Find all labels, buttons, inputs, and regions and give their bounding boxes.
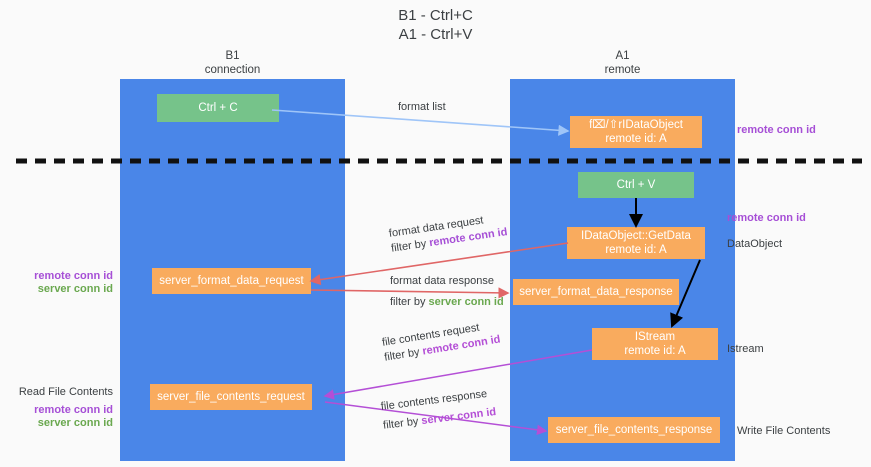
annotation-left-remote-conn-id-2: remote conn id (34, 404, 113, 416)
annotation-left-server-conn-id-2: server conn id (37, 417, 113, 429)
node-ctrl-c[interactable]: Ctrl + C (157, 94, 279, 122)
column-a1-name: A1 (615, 50, 630, 62)
annotation-left-read-file-contents: Read File Contents (18, 386, 113, 398)
edge-label-format-data-request: format data request filter by remote con… (388, 210, 508, 256)
column-header-b1: B1 connection (120, 49, 345, 77)
node-server-file-contents-response-label: server_file_contents_response (555, 424, 713, 436)
filter-by-prefix-4: filter by (382, 415, 423, 432)
node-istream-line2: remote id: A (624, 345, 686, 357)
node-dataobject-remote-line2: remote id: A (605, 133, 667, 145)
server-conn-id-key-1: server conn id (428, 296, 504, 308)
column-b1-role: connection (204, 64, 261, 76)
node-ctrl-v-label: Ctrl + V (616, 179, 656, 191)
filter-by-prefix-1: filter by (390, 237, 431, 255)
annotation-right-write-file-contents: Write File Contents (737, 425, 831, 437)
node-ctrl-v[interactable]: Ctrl + V (578, 172, 694, 198)
column-a1-role: remote (604, 64, 641, 76)
node-server-format-data-response-label: server_format_data_response (519, 286, 673, 298)
node-server-file-contents-response[interactable]: server_file_contents_response (548, 417, 720, 443)
edge-label-format-list-text: format list (398, 101, 446, 113)
annotation-right-istream: Istream (727, 343, 764, 355)
node-getdata-line1: IDataObject::GetData (581, 230, 691, 242)
filter-by-prefix-2: filter by (390, 296, 429, 308)
title-line-2: A1 - Ctrl+V (398, 26, 473, 43)
server-conn-id-key-2: server conn id (420, 405, 497, 428)
node-ctrl-c-label: Ctrl + C (198, 102, 238, 114)
node-server-format-data-response[interactable]: server_format_data_response (513, 279, 679, 305)
node-server-file-contents-request[interactable]: server_file_contents_request (150, 384, 312, 410)
node-getdata-line2: remote id: A (605, 244, 667, 256)
column-header-a1: A1 remote (510, 49, 735, 77)
node-istream[interactable]: IStream remote id: A (592, 328, 718, 360)
edge-label-file-contents-request: file contents request filter by remote c… (381, 318, 502, 366)
node-server-format-data-request-label: server_format_data_request (159, 275, 304, 287)
edge-label-format-data-response-line2: filter by server conn id (390, 295, 504, 310)
node-dataobject-remote[interactable]: f⌧/⇧rIDataObject remote id: A (570, 116, 702, 148)
annotation-left-remote-conn-id-1: remote conn id (34, 270, 113, 282)
node-dataobject-remote-line1: f⌧/⇧rIDataObject (589, 119, 683, 131)
edge-label-format-data-response-line1: format data response (390, 275, 494, 287)
annotation-right-remote-conn-id-1: remote conn id (737, 124, 816, 136)
node-server-file-contents-request-label: server_file_contents_request (157, 391, 305, 403)
annotation-right-data-object: DataObject (727, 238, 783, 250)
edge-label-file-contents-response: file contents response filter by server … (380, 386, 497, 434)
edge-label-format-data-response: format data response filter by server co… (390, 274, 504, 310)
node-server-format-data-request[interactable]: server_format_data_request (152, 268, 311, 294)
diagram-title: B1 - Ctrl+C A1 - Ctrl+V (0, 6, 871, 44)
edge-label-format-list: format list (398, 100, 446, 115)
node-idataobject-getdata[interactable]: IDataObject::GetData remote id: A (567, 227, 705, 259)
annotation-left-server-conn-id-1: server conn id (37, 283, 113, 295)
title-line-1: B1 - Ctrl+C (398, 7, 473, 24)
column-b1-name: B1 (225, 50, 240, 62)
node-istream-line1: IStream (634, 331, 676, 343)
annotation-right-remote-conn-id-2: remote conn id (727, 212, 806, 224)
